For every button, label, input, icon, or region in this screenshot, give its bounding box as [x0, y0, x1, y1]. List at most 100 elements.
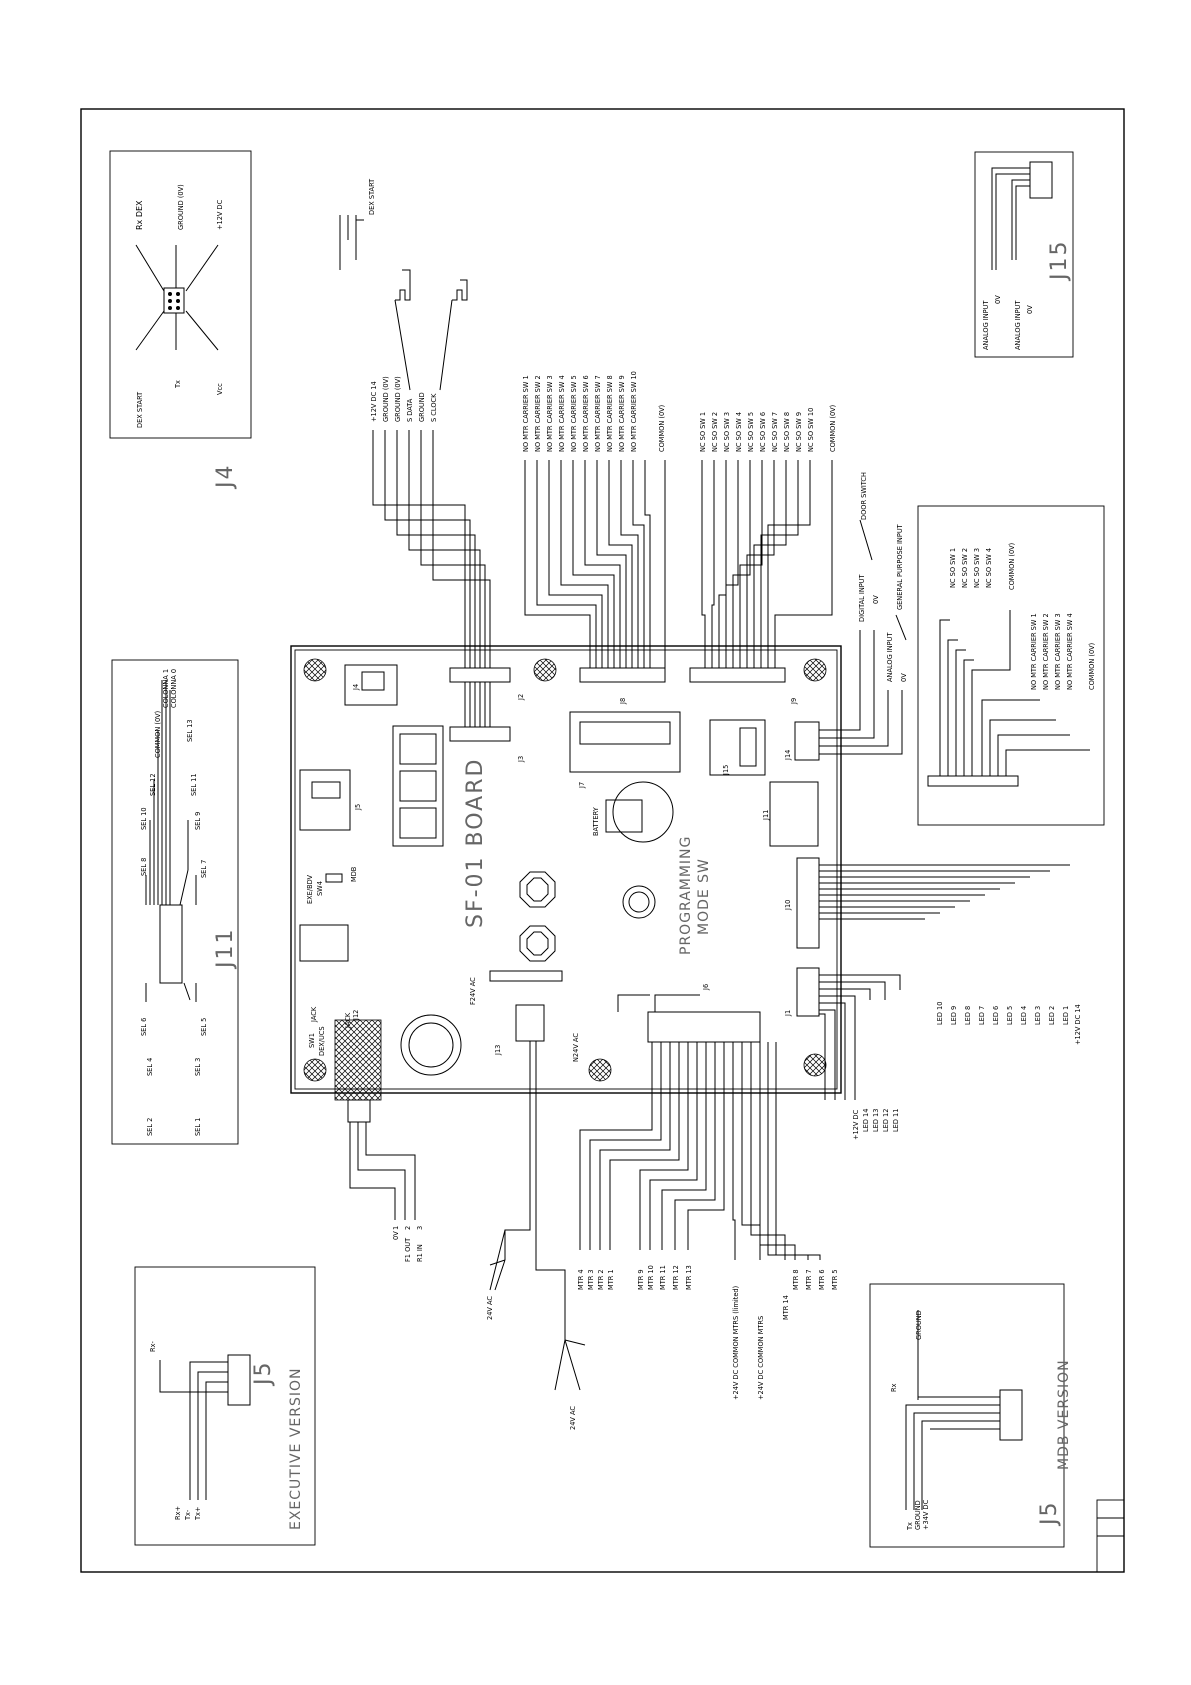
j14-header — [794, 721, 820, 761]
svg-text:NO MTR CARRIER SW 2: NO MTR CARRIER SW 2 — [534, 375, 542, 452]
jack-label-1: JACK — [310, 1006, 318, 1023]
j11-sel-4: SEL 4 — [146, 1058, 154, 1076]
drawing-frame — [80, 108, 1125, 1573]
dex-ucs-label: DEX/UCS — [318, 1026, 326, 1056]
j15-0v-2: 0V — [1026, 305, 1034, 314]
svg-text:NC SO SW 2: NC SO SW 2 — [711, 412, 719, 452]
j11-sel-5: SEL 5 — [200, 1018, 208, 1036]
svg-text:MTR 4: MTR 4 — [577, 1269, 585, 1290]
mdb-title: J5 — [1037, 1501, 1062, 1528]
svg-text:R1 IN: R1 IN — [416, 1244, 424, 1262]
mdb-rx: Rx — [890, 1383, 898, 1392]
svg-text:J5: J5 — [354, 804, 362, 811]
svg-text:J2: J2 — [517, 694, 525, 701]
dex-start-symbol: DEX START — [339, 178, 376, 270]
svg-text:COMMON (0V): COMMON (0V) — [829, 405, 837, 452]
svg-text:NO MTR CARRIER SW 7: NO MTR CARRIER SW 7 — [594, 375, 602, 452]
j5-socket — [299, 769, 351, 831]
j4-label-12v: +12V DC — [216, 199, 224, 230]
svg-text:GROUND (0V): GROUND (0V) — [394, 376, 402, 422]
j4-title: J4 — [213, 464, 238, 491]
j9-wires: NC SO SW 1 NC SO SW 2 NC SO SW 3 NC SO S… — [699, 405, 837, 668]
svg-text:J14: J14 — [784, 750, 792, 761]
panel-j5-executive: Rx+ Tx- Tx+ Rx- J5 EXECUTIVE VERSION — [134, 1266, 316, 1546]
mdb-label: MDB — [350, 866, 358, 882]
battery — [612, 781, 674, 843]
panel-j7: NC SO SW 1 NC SO SW 2 NC SO SW 3 NC SO S… — [917, 505, 1105, 826]
svg-text:GROUND (0V): GROUND (0V) — [382, 376, 390, 422]
j11-sel-1: SEL 1 — [194, 1118, 202, 1136]
svg-text:LED 14: LED 14 — [862, 1109, 870, 1132]
j6-wires: MTR 4 MTR 3 MTR 2 MTR 1 MTR 9 MTR 10 MTR… — [577, 994, 839, 1400]
j11-sel-7: SEL 7 — [200, 860, 208, 878]
j12-wires: 0V F1 OUT R1 IN 1 2 3 — [349, 1122, 424, 1262]
svg-text:LED 6: LED 6 — [992, 1006, 1000, 1025]
svg-text:GENERAL PURPOSE INPUT: GENERAL PURPOSE INPUT — [896, 523, 904, 610]
exec-rx-plus: Rx+ — [174, 1506, 182, 1520]
svg-text:NO MTR CARRIER SW 9: NO MTR CARRIER SW 9 — [618, 375, 626, 452]
svg-text:J6: J6 — [702, 984, 710, 991]
sw1-label: SW1 — [308, 1033, 316, 1048]
svg-text:MTR 8: MTR 8 — [792, 1269, 800, 1290]
exec-tx-minus: Tx- — [184, 1509, 192, 1521]
buzzer — [400, 1014, 462, 1076]
sw4-jumper[interactable] — [325, 873, 343, 883]
power-socket — [299, 924, 349, 962]
svg-text:0V: 0V — [392, 1231, 400, 1240]
j7-nc-so-3: NC SO SW 3 — [973, 548, 981, 588]
svg-text:NC SO SW 1: NC SO SW 1 — [699, 412, 707, 452]
j15-title: J15 — [1047, 240, 1072, 282]
svg-text:LED 12: LED 12 — [882, 1109, 890, 1132]
j4-label-tx: Tx — [174, 380, 182, 389]
svg-text:LED 1: LED 1 — [1062, 1006, 1070, 1025]
j8-header — [579, 667, 666, 683]
j11-colonna-0: COLONNA 0 — [170, 669, 178, 708]
jack-label-2: JACK — [344, 1012, 352, 1029]
svg-text:LED 9: LED 9 — [950, 1006, 958, 1025]
svg-text:J15: J15 — [722, 765, 730, 776]
j1-wires: LED 10 LED 9 LED 8 LED 7 LED 6 LED 5 LED… — [819, 974, 1082, 1140]
exec-subtitle: EXECUTIVE VERSION — [288, 1367, 304, 1530]
svg-text:MTR 5: MTR 5 — [831, 1269, 839, 1290]
svg-text:DOOR SWITCH: DOOR SWITCH — [860, 472, 868, 520]
j11-sel-3: SEL 3 — [194, 1058, 202, 1076]
j2-wire-labels: +12V DC 14 GROUND (0V) GROUND (0V) S DAT… — [370, 376, 438, 422]
j15-header — [709, 719, 766, 776]
svg-text:DIGITAL INPUT: DIGITAL INPUT — [858, 573, 866, 622]
board-j4-label: J4 — [352, 684, 360, 691]
svg-text:+12V DC: +12V DC — [852, 1109, 860, 1140]
j11-sel-10: SEL 10 — [140, 807, 148, 830]
j7-no-mtr-4: NO MTR CARRIER SW 4 — [1066, 613, 1074, 690]
j11-sel-12: SEL 12 — [149, 773, 157, 796]
svg-text:J7: J7 — [578, 782, 586, 789]
svg-text:NC SO SW 4: NC SO SW 4 — [735, 412, 743, 452]
svg-text:0V: 0V — [900, 673, 908, 682]
svg-text:+12V DC 14: +12V DC 14 — [1074, 1004, 1082, 1045]
j14-wires: DIGITAL INPUT 0V ANALOG INPUT 0V DOOR SW… — [819, 472, 908, 755]
svg-text:MTR 7: MTR 7 — [805, 1269, 813, 1290]
j3-header — [449, 726, 511, 742]
j11-sel-8: SEL 8 — [140, 858, 148, 876]
svg-text:NO MTR CARRIER SW 3: NO MTR CARRIER SW 3 — [546, 375, 554, 452]
j15-analog-2: ANALOG INPUT — [1014, 300, 1022, 350]
j11-socket — [769, 781, 819, 847]
j11-sel-2: SEL 2 — [146, 1118, 154, 1136]
svg-text:MTR 12: MTR 12 — [672, 1265, 680, 1290]
svg-text:NC SO SW 6: NC SO SW 6 — [759, 412, 767, 452]
j4-label-dex-start: DEX START — [136, 391, 144, 428]
f24-label: F24V AC — [469, 977, 477, 1005]
svg-text:S DATA: S DATA — [406, 398, 414, 422]
svg-text:MTR 13: MTR 13 — [685, 1265, 693, 1290]
svg-text:2: 2 — [404, 1226, 412, 1230]
mdb-34v: +34V DC — [922, 1499, 930, 1530]
j11-sel-13: SEL 13 — [186, 719, 194, 742]
svg-text:+12V DC 14: +12V DC 14 — [370, 381, 378, 422]
j4-label-vcc: Vcc — [216, 383, 224, 395]
j7-common-b: COMMON (0V) — [1088, 643, 1096, 690]
panel-j5-mdb: Tx GROUND +34V DC Rx GROUND J5 MDB VERSI… — [869, 1283, 1072, 1548]
svg-text:MTR 9: MTR 9 — [637, 1269, 645, 1290]
programming-label: PROGRAMMING — [678, 836, 694, 955]
j12-jack[interactable] — [334, 1019, 382, 1101]
programming-mode-switch[interactable] — [622, 885, 656, 919]
